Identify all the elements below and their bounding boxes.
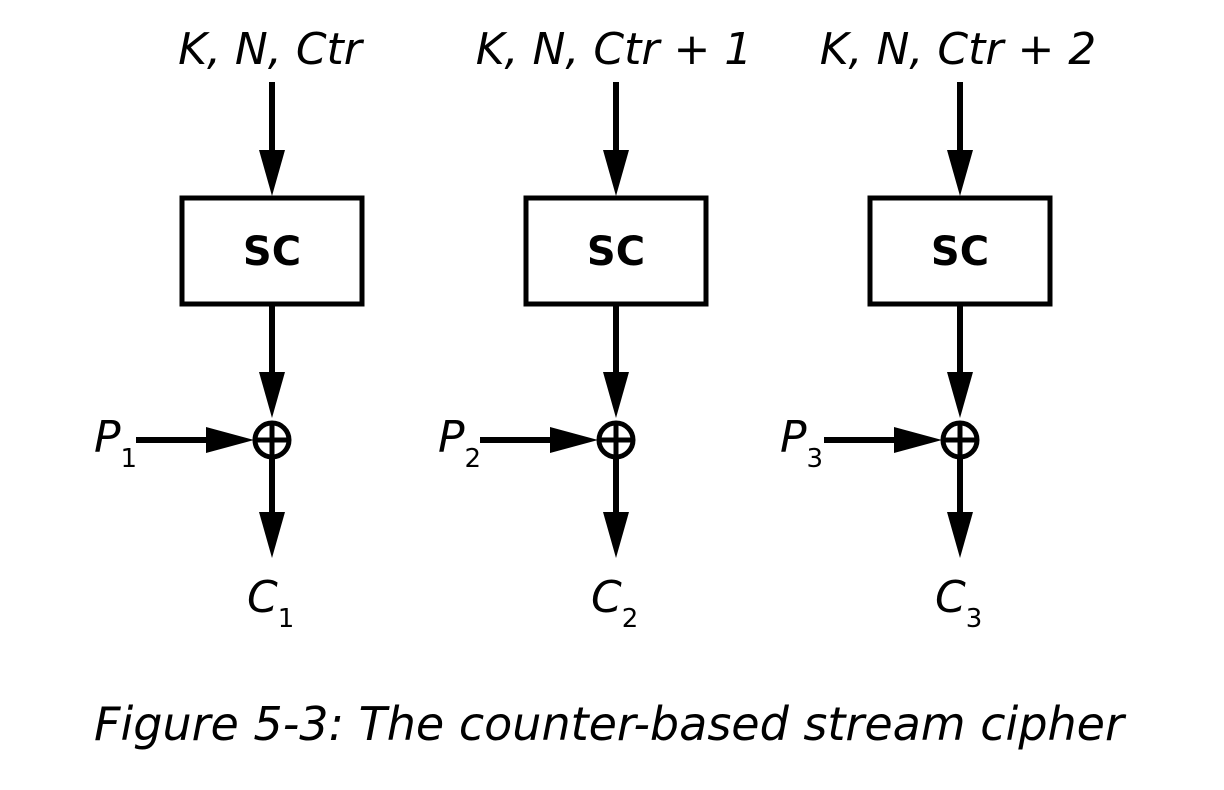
sc-box-label-1: SC <box>243 229 301 275</box>
arrowhead-keystream-3 <box>947 372 973 418</box>
plaintext-label-3: P3 <box>780 412 823 474</box>
arrowhead-output-1 <box>259 512 285 558</box>
sc-box-2 <box>523 195 709 307</box>
sc-box-1 <box>179 195 365 307</box>
arrowhead-keystream-1 <box>259 372 285 418</box>
arrowhead-input-1 <box>259 150 285 196</box>
arrowhead-input-3 <box>947 150 973 196</box>
arrowhead-output-2 <box>603 512 629 558</box>
arrowhead-input-2 <box>603 150 629 196</box>
arrowhead-keystream-2 <box>603 372 629 418</box>
figure-caption: Figure 5-3: The counter-based stream cip… <box>94 697 1127 751</box>
ciphertext-label-1: C1 <box>247 572 294 634</box>
arrowhead-output-3 <box>947 512 973 558</box>
plaintext-label-1: P1 <box>94 412 137 474</box>
input-label-3: K, N, Ctr + 2 <box>820 24 1097 75</box>
sc-box-label-2: SC <box>587 229 645 275</box>
arrowhead-plaintext-3 <box>894 427 942 453</box>
column-1: K, N, Ctr SC P1 C1 <box>94 24 365 634</box>
sc-box-3 <box>867 195 1053 307</box>
sc-box-label-3: SC <box>931 229 989 275</box>
ciphertext-label-3: C3 <box>935 572 982 634</box>
plaintext-label-2: P2 <box>438 412 481 474</box>
column-2: K, N, Ctr + 1 SC P2 C2 <box>438 24 752 634</box>
ciphertext-label-2: C2 <box>591 572 638 634</box>
arrowhead-plaintext-2 <box>550 427 598 453</box>
input-label-1: K, N, Ctr <box>178 24 365 75</box>
column-3: K, N, Ctr + 2 SC P3 C3 <box>780 24 1096 634</box>
input-label-2: K, N, Ctr + 1 <box>476 24 753 75</box>
arrowhead-plaintext-1 <box>206 427 254 453</box>
